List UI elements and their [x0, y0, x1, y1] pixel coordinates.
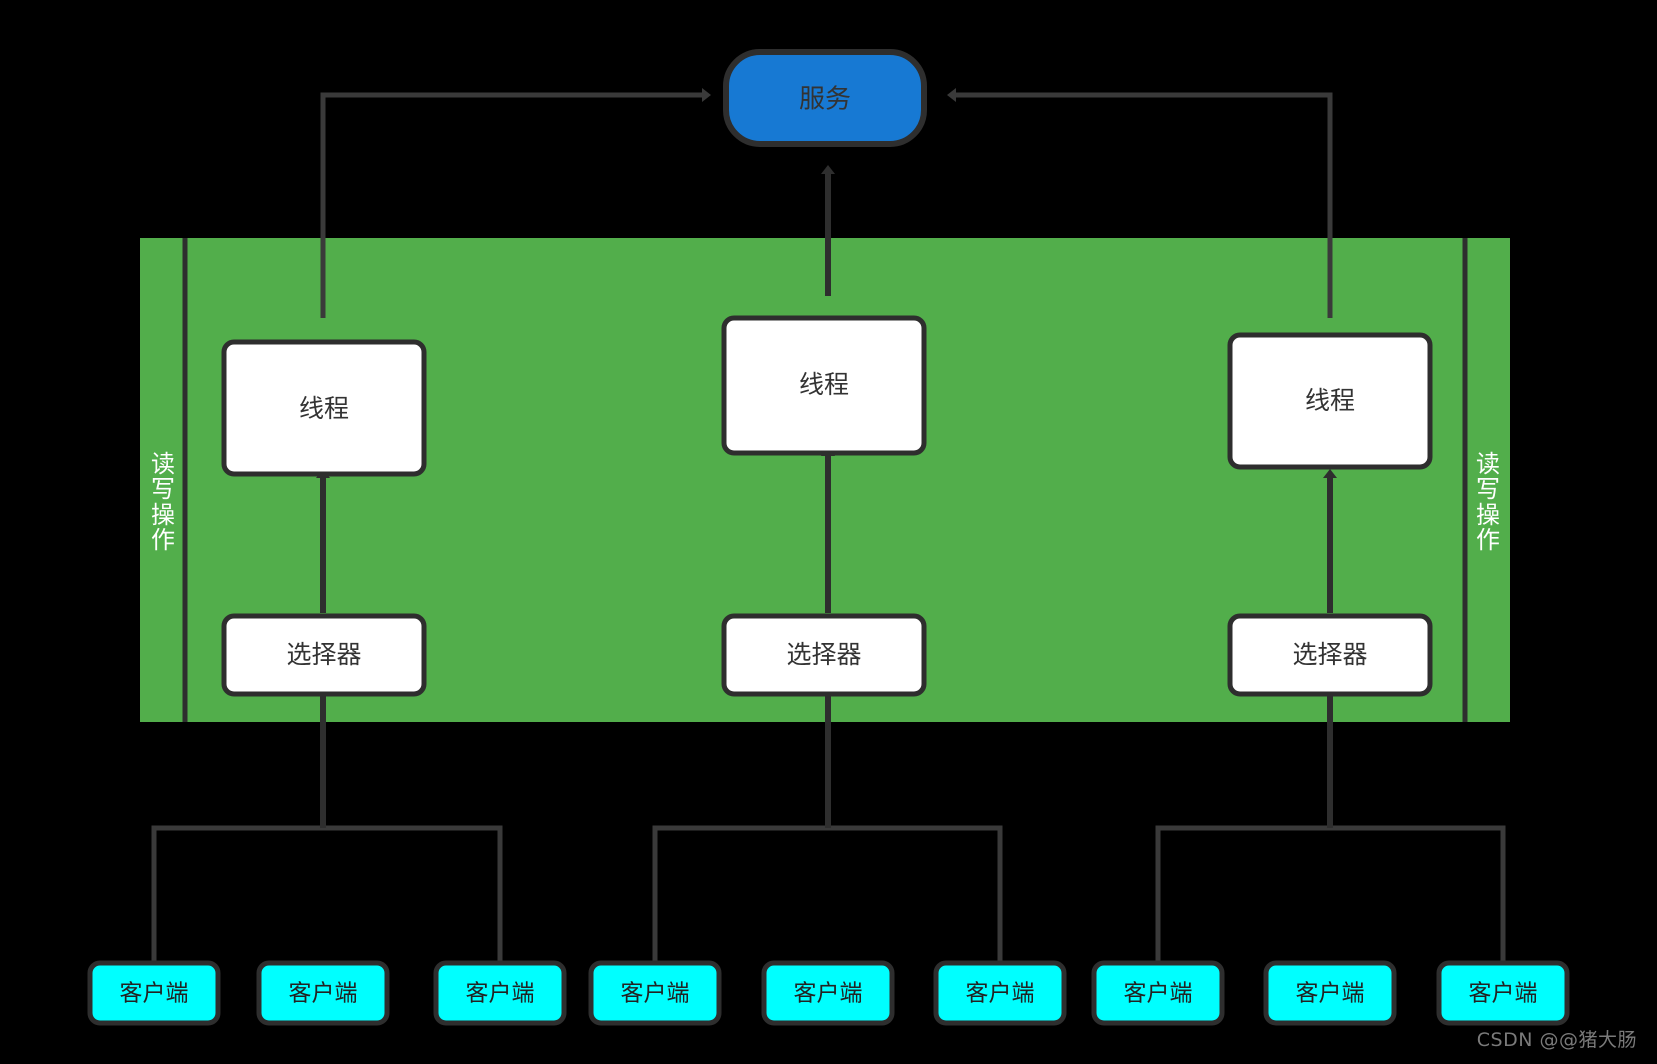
client-box-9[interactable] [1436, 960, 1570, 1026]
client-label-6: 客户端 [966, 981, 1035, 1007]
client-box-7[interactable] [1091, 960, 1225, 1026]
selector-box-2[interactable] [721, 613, 927, 697]
client-label-5: 客户端 [794, 981, 863, 1007]
client-bracket-3 [1155, 825, 1506, 965]
pool-right-label-char-1: 写 [1476, 475, 1500, 504]
pool-right-label-char-0: 读 [1476, 450, 1500, 478]
thread-label-2: 线程 [799, 370, 849, 399]
client-label-2: 客户端 [289, 981, 358, 1007]
client-node-2[interactable]: 客户端 [256, 960, 390, 1026]
thread-to-service-links [320, 88, 1333, 318]
client-box-6[interactable] [933, 960, 1067, 1026]
thread-box-2[interactable] [721, 315, 927, 456]
client-label-7: 客户端 [1124, 981, 1193, 1007]
selector-label-1: 选择器 [286, 640, 361, 669]
pool-left-label: 读 写 操 作 [148, 450, 178, 555]
pool-right-label-char-2: 操 [1476, 500, 1500, 529]
client-label-9: 客户端 [1469, 981, 1538, 1007]
pool-right-label: 读 写 操 作 [1473, 450, 1503, 555]
service-label: 服务 [799, 85, 851, 115]
client-label-1: 客户端 [120, 981, 189, 1007]
thread-node-1[interactable]: 线程 [221, 339, 427, 477]
thread-node-3[interactable]: 线程 [1227, 332, 1433, 470]
thread-label-3: 线程 [1305, 386, 1355, 415]
selector-node-2[interactable]: 选择器 [721, 613, 927, 697]
client-label-3: 客户端 [466, 981, 535, 1007]
selector-node-3[interactable]: 选择器 [1227, 613, 1433, 697]
csdn-watermark: CSDN @@猪大肠 [1476, 1029, 1637, 1051]
thread-label-1: 线程 [299, 394, 349, 423]
client-to-selector-links [151, 683, 1506, 965]
selector-node-1[interactable]: 选择器 [221, 613, 427, 697]
pool-left-label-char-2: 操 [151, 500, 175, 529]
client-node-6[interactable]: 客户端 [933, 960, 1067, 1026]
thread-box-1[interactable] [221, 339, 427, 477]
selector-box-1[interactable] [221, 613, 427, 697]
client-box-4[interactable] [588, 960, 722, 1026]
client-node-1[interactable]: 客户端 [87, 960, 221, 1026]
client-node-5[interactable]: 客户端 [761, 960, 895, 1026]
client-node-8[interactable]: 客户端 [1263, 960, 1397, 1026]
client-box-1[interactable] [87, 960, 221, 1026]
selector-label-2: 选择器 [786, 640, 861, 669]
service-shape[interactable] [723, 49, 927, 147]
pool-left-label-char-0: 读 [151, 450, 175, 478]
client-label-4: 客户端 [621, 981, 690, 1007]
thread-box-3[interactable] [1227, 332, 1433, 470]
link-thread3-service [947, 88, 1333, 318]
client-node-4[interactable]: 客户端 [588, 960, 722, 1026]
client-node-7[interactable]: 客户端 [1091, 960, 1225, 1026]
client-bracket-2 [652, 825, 1003, 965]
selector-box-3[interactable] [1227, 613, 1433, 697]
client-box-8[interactable] [1263, 960, 1397, 1026]
client-box-3[interactable] [433, 960, 567, 1026]
service-node[interactable]: 服务 [723, 49, 927, 147]
client-bracket-1 [151, 825, 503, 965]
selector-to-thread-links [316, 447, 1337, 613]
thread-node-2[interactable]: 线程 [721, 315, 927, 456]
bracket3-noop [1158, 828, 1503, 965]
client-box-5[interactable] [761, 960, 895, 1026]
pool-left-label-char-3: 作 [151, 526, 175, 555]
pool-left-label-char-1: 写 [151, 475, 175, 504]
client-node-3[interactable]: 客户端 [433, 960, 567, 1026]
selector-label-3: 选择器 [1292, 640, 1367, 669]
client-box-2[interactable] [256, 960, 390, 1026]
client-node-9[interactable]: 客户端 [1436, 960, 1570, 1026]
link-thread1-service [320, 88, 711, 318]
pool-right-label-char-3: 作 [1476, 526, 1500, 555]
client-label-8: 客户端 [1296, 981, 1365, 1007]
